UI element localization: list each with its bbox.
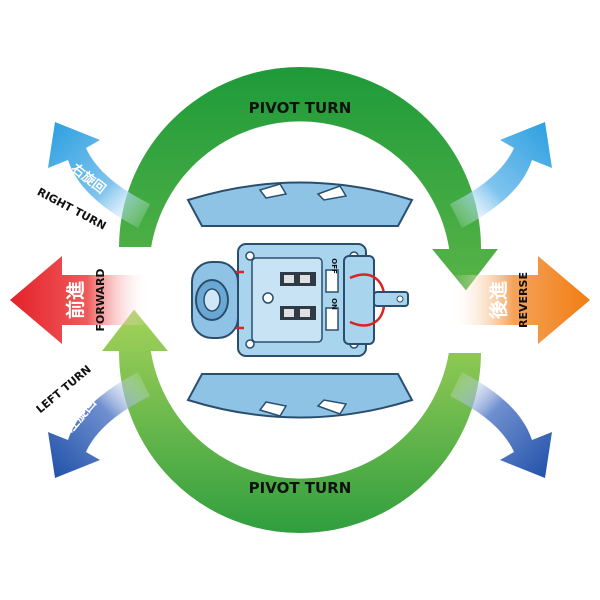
forward-jp: 前進 — [64, 281, 87, 319]
switch-off-label: OFF — [330, 258, 338, 274]
pivot-jp-top: その場で回転 — [243, 133, 357, 155]
reverse-en: REVERSE — [517, 272, 530, 328]
pivot-ring-icon — [97, 65, 503, 535]
reverse-arrow-icon — [450, 256, 590, 344]
robot-chassis-icon — [186, 181, 414, 419]
switch-on-label: ON — [330, 298, 338, 310]
title-bottom: PIVOT TURN — [249, 479, 352, 497]
right-turn-arrow-icon — [48, 122, 150, 228]
left-turn-arrow-icon — [48, 372, 150, 478]
forward-en: FORWARD — [94, 268, 107, 331]
lower-right-arrow-icon — [450, 372, 552, 478]
reverse-jp: 後進 — [487, 281, 510, 319]
forward-arrow-icon — [10, 256, 150, 344]
pivot-jp-bottom: その場で回転 — [243, 440, 357, 462]
title-top: PIVOT TURN — [249, 99, 352, 117]
upper-right-arrow-icon — [450, 122, 552, 228]
